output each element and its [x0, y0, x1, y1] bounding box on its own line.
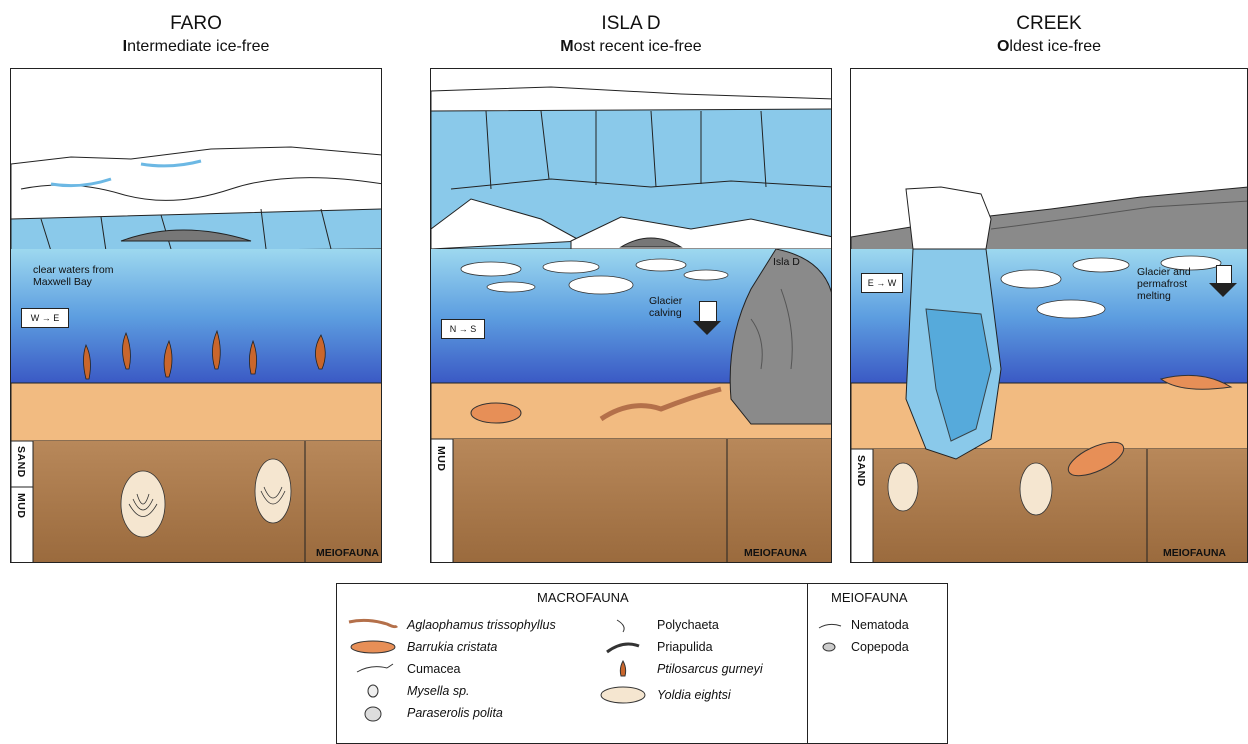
legend-item-polychaeta: Polychaeta [597, 616, 719, 634]
creek-scene [851, 69, 1248, 563]
down-arrow-head-icon [693, 321, 721, 335]
isla-d-calving-label: Glacier calving [649, 295, 699, 319]
cumacean-icon [347, 660, 399, 678]
faro-current-arrow: W → E [21, 308, 69, 328]
faro-meiofauna-label: MEIOFAUNA [316, 547, 379, 559]
legend-divider [807, 584, 808, 744]
creek-sand-label: SAND [855, 455, 867, 487]
creek-current-arrow: E → W [861, 273, 903, 293]
isla-d-meiofauna-label: MEIOFAUNA [744, 547, 807, 559]
meiofauna-heading: MEIOFAUNA [831, 590, 908, 605]
faro-water-label: clear waters from Maxwell Bay [33, 264, 143, 288]
creek-meiofauna-label: MEIOFAUNA [1163, 547, 1226, 559]
faro-panel: clear waters from Maxwell Bay W → E SAND… [10, 68, 382, 563]
isla-d-island-label: Isla D [773, 256, 800, 268]
long-worm-icon [347, 616, 399, 634]
clam-icon [597, 686, 649, 704]
faro-mud-label: MUD [15, 493, 27, 518]
legend-item-aglaophamus: Aglaophamus trissophyllus [347, 616, 556, 634]
copepod-icon [815, 638, 845, 656]
legend-item-mysella: Mysella sp. [347, 682, 470, 700]
creek-subtitle: Oldest ice-free [850, 38, 1248, 56]
macrofauna-heading: MACROFAUNA [537, 590, 629, 605]
legend-item-priapulida: Priapulida [597, 638, 713, 656]
legend-box: MACROFAUNA MEIOFAUNA Aglaophamus trissop… [336, 583, 948, 744]
isla-d-scene [431, 69, 832, 563]
legend-item-ptilosarcus: Ptilosarcus gurneyi [597, 660, 763, 678]
down-arrow-head-icon [1209, 283, 1237, 297]
small-clam-icon [347, 682, 399, 700]
isla-d-panel: Isla D Glacier calving N → S MUD MEIOFAU… [430, 68, 832, 563]
isla-d-title: ISLA D [430, 13, 832, 35]
isla-d-mud-label: MUD [435, 446, 447, 471]
polychaete-icon [597, 616, 649, 634]
legend-item-nematoda: Nematoda [815, 616, 909, 634]
faro-title: FARO [10, 13, 382, 35]
isla-d-current-arrow: N → S [441, 319, 485, 339]
creek-melting-label: Glacier and permafrost melting [1137, 266, 1217, 302]
legend-item-cumacea: Cumacea [347, 660, 461, 678]
creek-panel: Glacier and permafrost melting E → W SAN… [850, 68, 1248, 563]
isla-d-subtitle: Most recent ice-free [430, 38, 832, 56]
faro-sand-label: SAND [15, 446, 27, 478]
priapulid-icon [597, 638, 649, 656]
legend-item-barrukia: Barrukia cristata [347, 638, 497, 656]
faro-subtitle: Intermediate ice-free [10, 38, 382, 56]
creek-title: CREEK [850, 13, 1248, 35]
legend-item-yoldia: Yoldia eightsi [597, 686, 731, 704]
legend-item-paraserolis: Paraserolis polita [347, 704, 503, 722]
legend-item-copepoda: Copepoda [815, 638, 909, 656]
sea-pen-icon [597, 660, 649, 678]
nematode-icon [815, 616, 845, 634]
scale-worm-icon [347, 638, 399, 656]
isopod-icon [347, 704, 399, 722]
